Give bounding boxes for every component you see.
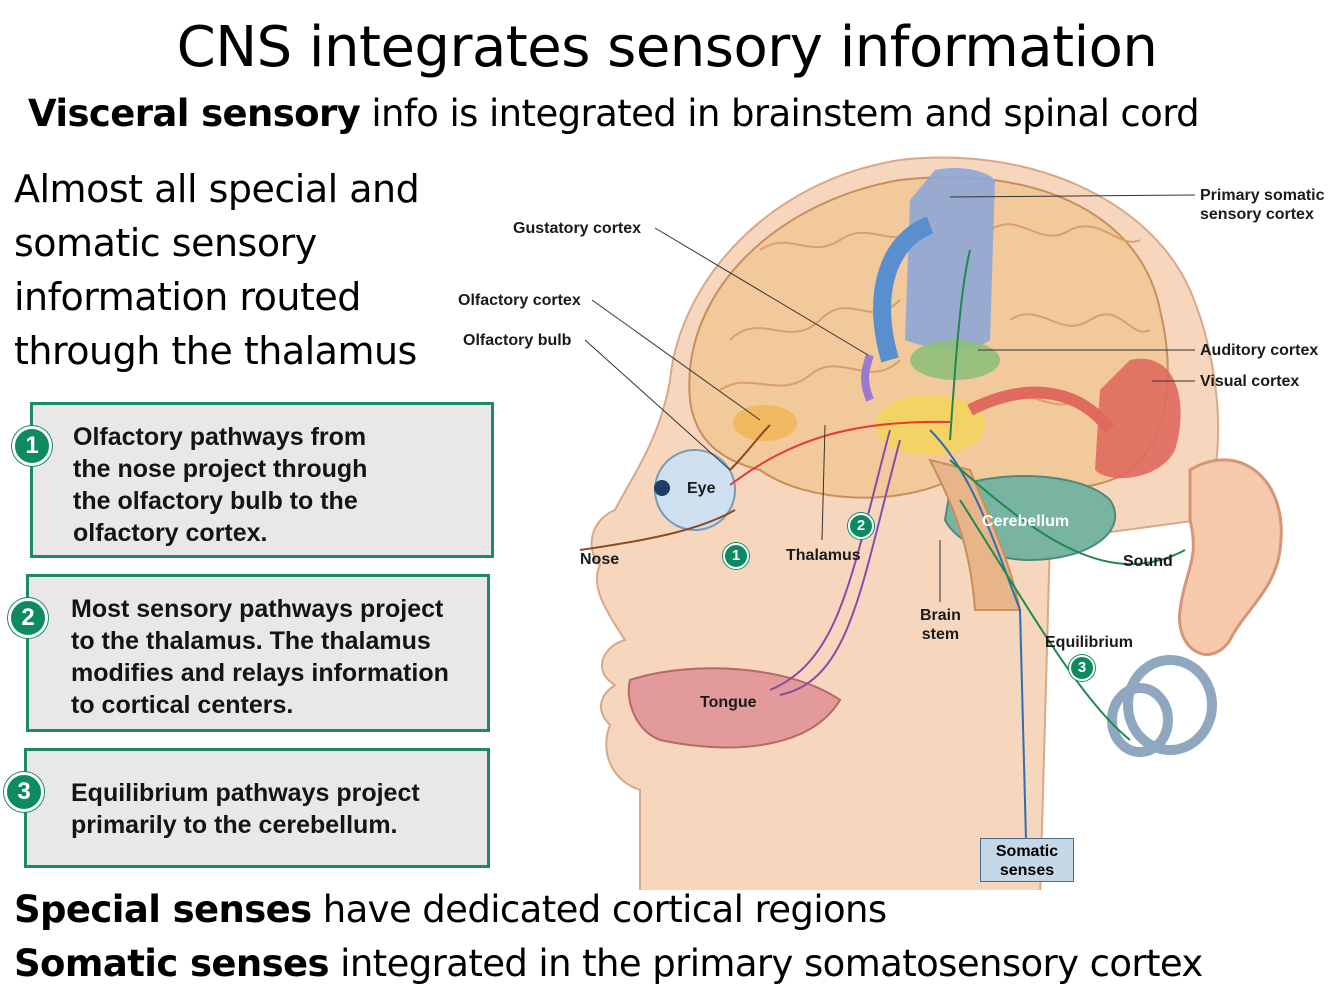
- leader-lines: [584, 194, 1196, 602]
- bottom-rest: integrated in the primary somatosensory …: [328, 942, 1203, 985]
- label-auditory-cortex: Auditory cortex: [1200, 342, 1319, 359]
- nose-path: [579, 509, 736, 551]
- taste-path: [779, 439, 901, 696]
- subtitle-rest: info is integrated in brainstem and spin…: [360, 92, 1200, 135]
- sensory-pathways-diagram: Gustatory cortex Olfactory cortex Olfact…: [430, 140, 1334, 901]
- intro-text: Almost all special and somatic sensory i…: [14, 162, 434, 378]
- step-line: Olfactory pathways from: [73, 423, 367, 451]
- label-equilibrium: Equilibrium: [1045, 634, 1133, 651]
- taste-path-2: [769, 429, 891, 691]
- intro-line: through the thalamus: [14, 329, 417, 373]
- label-line: stem: [921, 626, 960, 643]
- label-line: senses: [999, 862, 1055, 879]
- inner-ear: [1107, 655, 1217, 757]
- pupil: [654, 480, 670, 496]
- step-line: to cortical centers.: [71, 691, 294, 719]
- sound-path: [949, 459, 1186, 565]
- label-line: Primary somatic: [1200, 187, 1325, 204]
- label-line: Brain: [920, 607, 961, 624]
- step-line: modifies and relays information: [71, 659, 449, 687]
- diagram-illustration: [579, 156, 1283, 901]
- diagram-badge-1: 1: [723, 543, 749, 569]
- label-eye: Eye: [687, 480, 716, 497]
- label-line: Somatic: [995, 843, 1059, 860]
- equilibrium-path: [959, 499, 1131, 741]
- ear: [1178, 458, 1283, 656]
- step-line: the olfactory bulb to the: [73, 487, 358, 515]
- arrow-gustatory: [861, 353, 874, 402]
- diagram-badge-2: 2: [848, 513, 874, 539]
- step-line: olfactory cortex.: [73, 519, 268, 547]
- label-sound: Sound: [1123, 553, 1173, 570]
- visual-cortex: [1095, 358, 1181, 479]
- bottom-line-2: Somatic senses integrated in the primary…: [14, 942, 1203, 986]
- step-1-box: Olfactory pathways from the nose project…: [30, 402, 494, 558]
- arrow-somatic: [873, 216, 934, 363]
- olfactory-path: [729, 424, 771, 471]
- step-line: Equilibrium pathways project: [71, 779, 420, 807]
- thalamus: [875, 395, 985, 455]
- bottom-bold: Somatic senses: [14, 942, 330, 985]
- bottom-line-1: Special senses have dedicated cortical r…: [14, 888, 887, 932]
- olfactory-cortex: [733, 405, 797, 441]
- label-gustatory-cortex: Gustatory cortex: [513, 220, 642, 237]
- label-thalamus: Thalamus: [786, 547, 861, 564]
- step-3-box: Equilibrium pathways project primarily t…: [24, 748, 490, 868]
- auditory-path: [949, 249, 971, 441]
- label-olfactory-bulb: Olfactory bulb: [463, 332, 572, 349]
- intro-line: somatic sensory: [14, 221, 317, 265]
- bottom-rest: have dedicated cortical regions: [311, 888, 887, 931]
- intro-line: information routed: [14, 275, 361, 319]
- label-olfactory-cortex: Olfactory cortex: [458, 292, 581, 309]
- subtitle-bold: Visceral sensory: [28, 92, 361, 135]
- step-2-box: Most sensory pathways project to the tha…: [26, 574, 490, 732]
- lips: [627, 667, 842, 749]
- subtitle: Visceral sensory info is integrated in b…: [28, 92, 1200, 136]
- step-line: Most sensory pathways project: [71, 595, 444, 623]
- label-brain-stem: Brain stem: [920, 606, 961, 644]
- step-line: the nose project through: [73, 455, 368, 483]
- label-tongue: Tongue: [700, 694, 757, 711]
- somatic-cortex: [905, 168, 995, 350]
- label-line: sensory cortex: [1200, 206, 1314, 223]
- somatic-senses-box: Somatic senses: [980, 838, 1074, 882]
- intro-line: Almost all special and: [14, 167, 420, 211]
- label-visual-cortex: Visual cortex: [1200, 373, 1300, 390]
- page-title: CNS integrates sensory information: [176, 15, 1158, 80]
- step-1-badge: 1: [12, 426, 52, 466]
- step-line: primarily to the cerebellum.: [71, 811, 398, 839]
- step-3-badge: 3: [4, 772, 44, 812]
- step-2-badge: 2: [8, 598, 48, 638]
- bottom-bold: Special senses: [14, 888, 312, 931]
- arrow-visual: [967, 386, 1115, 434]
- step-line: to the thalamus. The thalamus: [71, 627, 431, 655]
- label-cerebellum: Cerebellum: [982, 513, 1070, 530]
- diagram-badge-3: 3: [1069, 655, 1095, 681]
- label-nose: Nose: [580, 551, 620, 568]
- somatic-path: [929, 429, 1027, 841]
- label-primary-somatic: Primary somatic sensory cortex: [1200, 186, 1325, 224]
